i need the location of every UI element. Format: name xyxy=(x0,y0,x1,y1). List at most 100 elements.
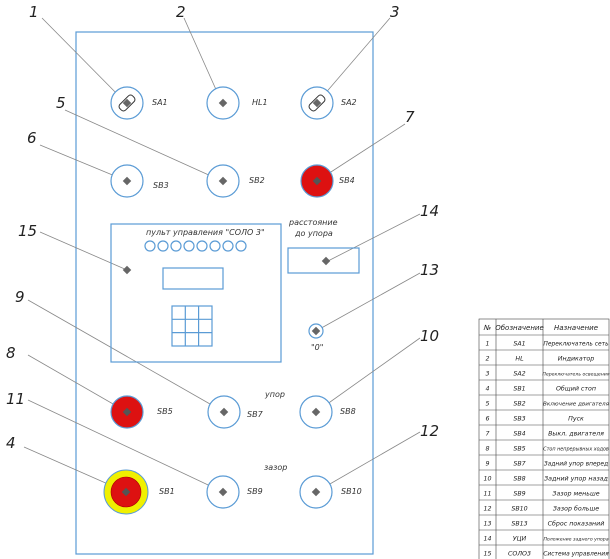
legend-cell: УЦИ xyxy=(513,536,527,543)
legend-header: Назначение xyxy=(554,324,598,332)
sa1-label: SA1 xyxy=(152,98,168,107)
sb7-label: SB7 xyxy=(247,410,264,419)
sb8-label: SB8 xyxy=(340,407,356,416)
legend-cell: 5 xyxy=(485,401,489,408)
sb8-button[interactable] xyxy=(299,395,333,429)
legend-cell: SB1 xyxy=(513,386,525,393)
legend-cell: Задний упор назад xyxy=(544,476,608,483)
callout-1: 1 xyxy=(29,3,39,21)
legend-cell: Задний упор вперед xyxy=(544,461,608,468)
legend-cell: Переключатель освещения xyxy=(542,372,609,378)
sa1-switch[interactable] xyxy=(110,86,144,120)
legend-cell: Общий стоп xyxy=(556,385,596,393)
legend-cell: 15 xyxy=(483,551,491,558)
legend-cell: 2 xyxy=(485,356,489,363)
sb4-button[interactable] xyxy=(300,164,334,198)
sb5-label: SB5 xyxy=(157,407,173,416)
legend-cell: Система управления xyxy=(543,551,609,558)
sb10-label: SB10 xyxy=(341,487,362,496)
legend-cell: Зазор больше xyxy=(553,505,599,513)
legend-cell: 3 xyxy=(485,371,489,378)
sb5-button[interactable] xyxy=(110,395,144,429)
legend-header: № xyxy=(483,324,491,332)
leader-lines xyxy=(23,17,421,493)
distance-label-2: до упора xyxy=(294,229,333,238)
distance-label-1: расстояние xyxy=(288,218,338,227)
solo3-display xyxy=(162,267,224,290)
legend-cell: 6 xyxy=(485,416,489,423)
solo3-unit xyxy=(110,223,282,363)
callout-6: 6 xyxy=(27,129,37,147)
solo3-keypad[interactable] xyxy=(171,305,213,347)
legend-cell: SA2 xyxy=(513,371,525,378)
sb3-button[interactable] xyxy=(110,164,144,198)
reset-label: "0" xyxy=(311,343,323,352)
sb2-button[interactable] xyxy=(206,164,240,198)
sb1-label: SB1 xyxy=(159,487,175,496)
callout-3: 3 xyxy=(390,3,400,21)
sb1-emergency-button[interactable] xyxy=(103,469,149,515)
legend-cell: 11 xyxy=(483,491,491,498)
legend-cell: 10 xyxy=(483,476,491,483)
legend-cell: 14 xyxy=(483,536,491,543)
legend-cell: Переключатель сеть xyxy=(543,341,609,348)
callout-15: 15 xyxy=(18,222,37,240)
legend-cell: SB5 xyxy=(513,446,525,453)
legend-cell: SB13 xyxy=(511,521,527,528)
legend-cell: Индикатор xyxy=(558,356,594,363)
sb9-button[interactable] xyxy=(206,475,240,509)
callout-11: 11 xyxy=(6,390,25,408)
legend-cell: 7 xyxy=(485,431,489,438)
callout-2: 2 xyxy=(176,3,186,21)
reset-button[interactable] xyxy=(308,323,324,339)
legend-cell: СОЛО3 xyxy=(508,551,531,558)
legend-cell: Сброс показаний xyxy=(548,520,605,528)
stop-word: упор xyxy=(264,390,285,399)
legend-cell: 12 xyxy=(483,506,491,513)
sb9-label: SB9 xyxy=(247,487,263,496)
sa2-label: SA2 xyxy=(341,98,357,107)
sb3-label: SB3 xyxy=(153,181,169,190)
legend-cell: Включение двигателя xyxy=(543,402,610,408)
legend-cell: SB4 xyxy=(513,431,525,438)
legend-cell: SB9 xyxy=(513,491,525,498)
callout-14: 14 xyxy=(420,202,439,220)
callout-10: 10 xyxy=(420,327,439,345)
legend-cell: Стоп непрерывных ходов xyxy=(543,447,609,453)
sb4-label: SB4 xyxy=(339,176,355,185)
legend-cell: SB3 xyxy=(513,416,525,423)
callout-12: 12 xyxy=(420,422,439,440)
legend-cell: SB2 xyxy=(513,401,525,408)
distance-marker xyxy=(321,256,331,266)
hl1-indicator xyxy=(206,86,240,120)
legend-header: Обозначение xyxy=(495,324,544,332)
legend-cell: Пуск xyxy=(568,416,584,423)
legend-cell: SB10 xyxy=(511,506,527,513)
legend-cell: Положение заднего упора xyxy=(543,537,608,543)
legend-cell: HL xyxy=(515,356,524,363)
legend-cell: 9 xyxy=(485,461,489,468)
callout-9: 9 xyxy=(15,288,25,306)
solo3-leds xyxy=(144,240,247,252)
callout-7: 7 xyxy=(405,108,415,126)
sb2-label: SB2 xyxy=(249,176,265,185)
sa2-switch[interactable] xyxy=(300,86,334,120)
solo3-title: пульт управления "СОЛО 3" xyxy=(146,228,265,237)
distance-display xyxy=(287,247,360,274)
legend-cell: Выкл. двигателя xyxy=(548,431,604,438)
legend-cell: SB7 xyxy=(513,461,525,468)
callout-13: 13 xyxy=(420,261,439,279)
panel-outline xyxy=(75,31,374,555)
callout-4: 4 xyxy=(6,434,16,452)
sb7-button[interactable] xyxy=(207,395,241,429)
legend-cell: 13 xyxy=(483,521,491,528)
solo3-marker xyxy=(122,265,132,275)
hl1-label: HL1 xyxy=(252,98,268,107)
legend-cell: 1 xyxy=(485,341,489,348)
legend-cell: SA1 xyxy=(513,341,525,348)
legend-cell: 8 xyxy=(485,446,489,453)
sb10-button[interactable] xyxy=(299,475,333,509)
legend-frame xyxy=(478,318,610,559)
